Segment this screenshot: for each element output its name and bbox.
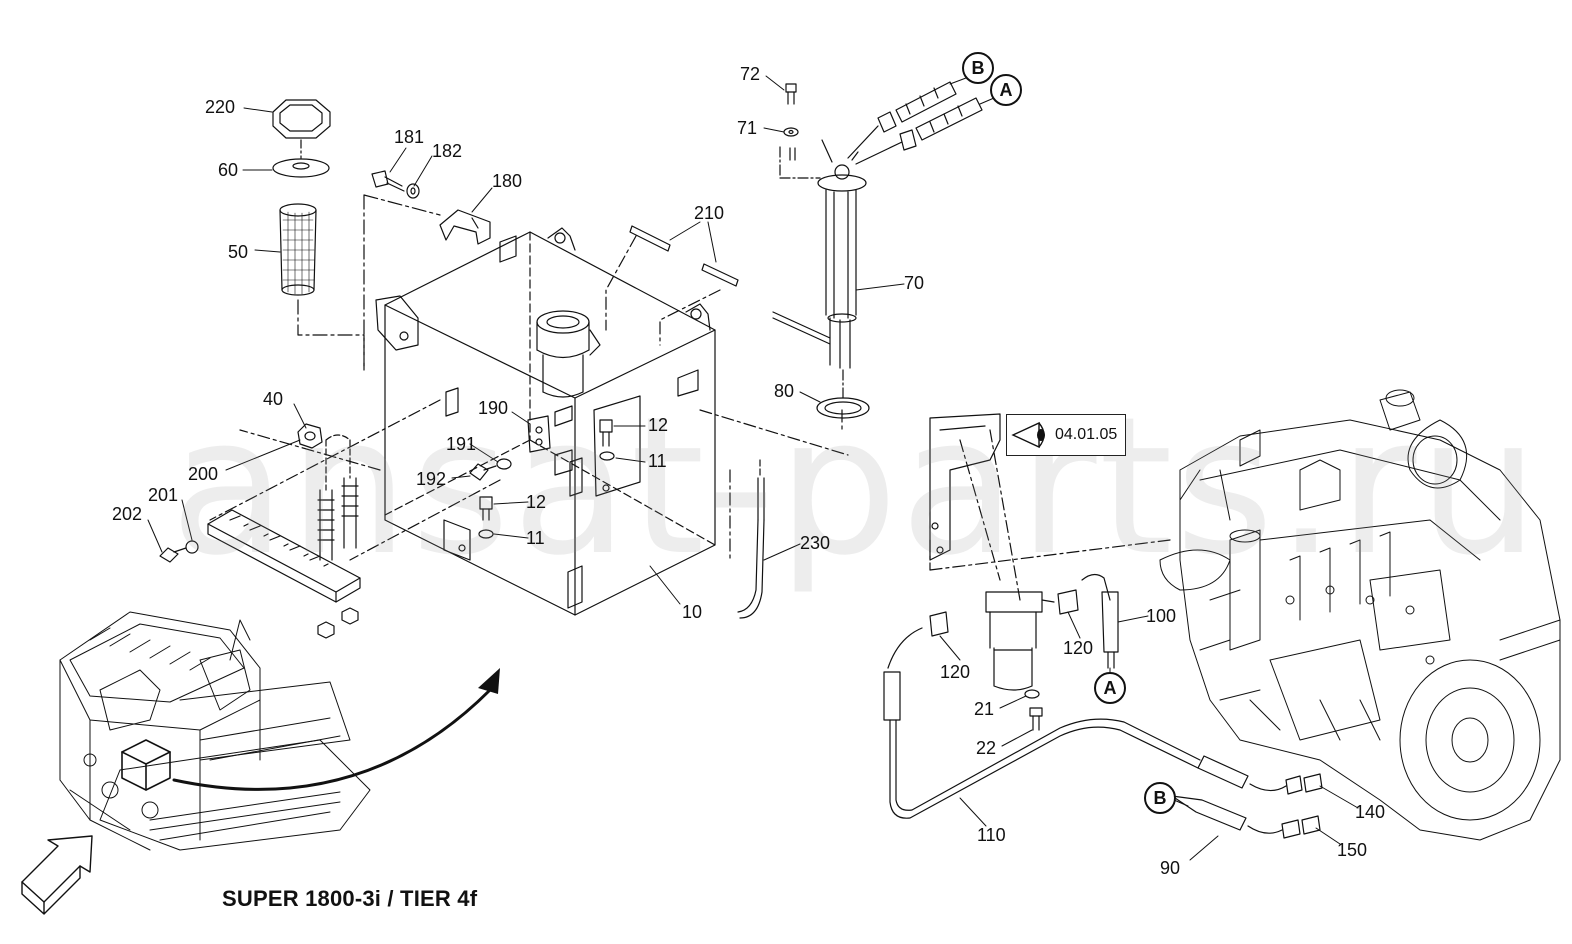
drain-tube-230 [729,459,765,619]
label-part-71: 71 [737,118,758,138]
label-part-80: 80 [774,381,795,401]
washer-201 [185,540,199,554]
strap-210 [605,225,739,346]
filler-cap-220 [272,99,331,139]
screw-72 [785,83,797,105]
connector-b-bottom: B [1144,782,1176,814]
label-part-12-upper: 12 [648,415,669,435]
washer-182 [406,183,420,199]
label-part-90: 90 [1160,858,1181,878]
hose-fittings-140 [1197,755,1323,795]
sender-unit-70 [772,139,867,369]
bolt-22 [1029,707,1043,731]
label-part-140: 140 [1355,802,1386,822]
eye-view-icon [1011,421,1045,449]
label-part-50: 50 [228,242,249,262]
small-plate-top [445,387,459,417]
connector-b-top: B [962,52,994,84]
label-part-202: 202 [112,504,143,524]
label-part-200: 200 [188,464,219,484]
label-part-40: 40 [263,389,284,409]
fitting-120-a [929,611,949,637]
centerline-bolt-181 [363,194,441,371]
label-part-110: 110 [977,825,1006,845]
washer-71 [783,127,799,137]
leader-lines [147,75,1359,861]
label-part-12-lower: 12 [526,492,547,512]
view-reference-text: 04.01.05 [1055,426,1118,443]
plate-190 [527,405,583,497]
mounting-rail-200 [207,509,361,603]
label-part-10: 10 [682,602,703,622]
gasket-80 [816,369,870,419]
bushing-40 [297,423,323,449]
bolt-12-b [479,496,493,521]
strainer-50 [279,203,317,296]
fitting-120-b [1057,589,1079,615]
label-part-182: 182 [432,141,463,161]
label-part-70: 70 [904,273,925,293]
label-part-201: 201 [148,485,179,505]
nuts [317,607,359,639]
label-part-150: 150 [1337,840,1368,860]
label-part-120-left: 120 [940,662,971,682]
hose-100 [1081,573,1119,669]
plate-right [593,395,641,497]
paver-overview [59,611,371,851]
label-part-100: 100 [1146,606,1177,626]
centerline-rail [209,399,501,561]
studs [317,434,359,561]
label-part-60: 60 [218,160,239,180]
drain-plug-21 [1024,689,1040,699]
label-part-22: 22 [976,738,997,758]
hose-to-b [847,81,957,159]
connector-a-top: A [990,74,1022,106]
label-part-21: 21 [974,699,995,719]
bolt-192 [469,463,497,481]
fuel-tank-10 [375,227,716,616]
hose-to-a [855,97,983,165]
bracket-180 [439,209,491,245]
washer-191 [496,458,512,470]
overview-arrow [172,688,492,791]
fuel-filter [985,591,1055,691]
label-part-11-lower: 11 [526,528,545,548]
label-part-191: 191 [446,434,477,454]
label-part-11-upper: 11 [648,451,667,471]
label-part-230: 230 [800,533,831,553]
connector-a-bottom: A [1094,672,1126,704]
label-part-192: 192 [416,469,447,489]
view-direction-arrow [21,835,93,915]
label-part-181: 181 [394,127,425,147]
label-part-220: 220 [205,97,236,117]
seal-disc-60 [272,139,330,178]
bolt-202 [159,547,187,563]
view-reference-box: 04.01.05 [1006,414,1126,456]
bracket-lower [443,519,471,561]
label-part-210: 210 [694,203,725,223]
label-part-180: 180 [492,171,523,191]
washer-11-a [599,451,615,461]
bolt-181 [371,170,405,192]
label-part-190: 190 [478,398,509,418]
hose-90-150 [1171,795,1321,839]
fuel-filter-bracket [929,413,1001,561]
centerline-cap [297,299,365,371]
bolt-12-a [599,419,613,447]
washer-11-b [478,529,494,539]
hose-110 [883,627,1201,819]
engine-assembly [1159,389,1561,841]
model-title: SUPER 1800-3i / TIER 4f [222,886,478,911]
label-part-72: 72 [740,64,761,84]
label-part-120-right: 120 [1063,638,1094,658]
